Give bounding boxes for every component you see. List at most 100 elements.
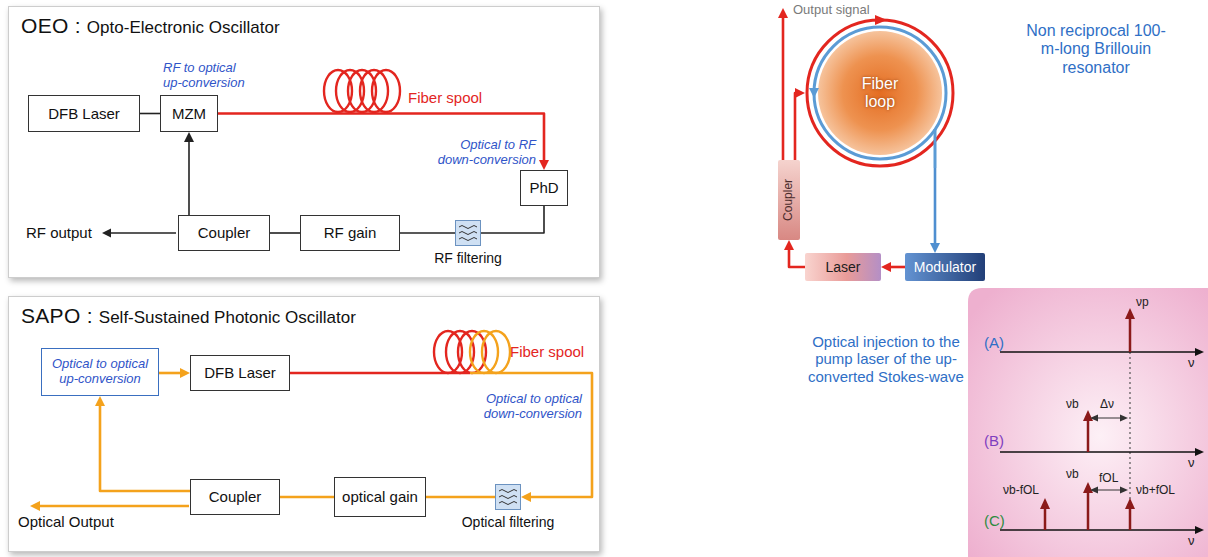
connector-line — [481, 206, 544, 233]
connector-line — [795, 93, 798, 160]
spectral-line — [1087, 420, 1090, 452]
filter-fill — [455, 220, 481, 246]
axis-label: ν — [1188, 356, 1195, 371]
panel-title: Self-Sustained Photonic Oscillator — [99, 308, 356, 327]
connector-line — [159, 372, 183, 375]
connector-line — [140, 113, 160, 115]
process-box: optical gain — [334, 477, 426, 517]
arrow-head — [778, 8, 788, 18]
spectrum-label: (A) — [984, 334, 1004, 351]
spectral-line — [1087, 492, 1090, 530]
panel-heading: OEO : Opto-Electronic Oscillator — [21, 14, 280, 38]
connector — [159, 368, 190, 378]
output-label: Optical Output — [18, 513, 114, 530]
spectral-heads — [1040, 308, 1135, 509]
frequency-label: νp — [1136, 296, 1149, 310]
arrow-head — [1120, 487, 1128, 494]
arrow-head — [1083, 482, 1093, 493]
arrow-head — [521, 492, 531, 502]
arrow-head — [180, 368, 190, 378]
filter-wave — [499, 490, 517, 505]
node-label: DFB Laser — [48, 105, 120, 122]
connector — [795, 88, 805, 160]
arrow-head — [1040, 498, 1050, 509]
arrow-head — [30, 501, 40, 511]
panel-heading: SAPO : Self-Sustained Photonic Oscillator — [21, 304, 356, 328]
process-box: MZM — [160, 95, 218, 132]
connector — [270, 233, 300, 234]
panel-tag: OEO : — [21, 14, 81, 37]
output-arrow — [38, 505, 189, 508]
arrow-head — [184, 132, 194, 142]
connector-line — [934, 168, 937, 246]
output-label: Output signal — [793, 3, 870, 18]
node-label: optical gain — [342, 488, 418, 505]
arrow-head — [1090, 415, 1098, 422]
node-label: RF filtering — [434, 250, 502, 266]
fiber-spool — [324, 70, 400, 112]
fiber-spool — [434, 331, 510, 373]
axis — [1000, 529, 1198, 530]
ring-arrow — [875, 15, 887, 25]
arrow-head — [1090, 487, 1098, 494]
axis-label: ν — [1188, 456, 1195, 471]
fiber-coil — [482, 331, 510, 373]
spectral-line — [1129, 318, 1132, 352]
fiber-coil — [372, 70, 400, 112]
axis — [1000, 351, 1198, 352]
fiber-coil — [360, 70, 388, 112]
spectrum-axes — [1000, 352, 1198, 530]
output-arrow — [108, 232, 176, 234]
axis-head — [1195, 348, 1204, 356]
node-label: Optical filtering — [462, 514, 555, 530]
node-label: Optical to optical up-conversion — [48, 357, 152, 387]
coupler-box: Coupler — [778, 160, 800, 240]
modulator-box: Modulator — [905, 253, 985, 281]
frequency-label: νb — [1066, 468, 1079, 482]
node-label: Modulator — [914, 259, 976, 275]
node-label: PhD — [529, 179, 558, 196]
node-label: RF gain — [324, 224, 377, 241]
panel-tag: SAPO : — [21, 304, 93, 327]
filter-wave — [459, 226, 477, 241]
arrow-head — [784, 240, 794, 250]
arrow-head — [95, 396, 105, 406]
process-box: Optical to optical up-conversion — [41, 348, 159, 396]
fiber-loop-glow — [818, 31, 942, 155]
frequency-label: νb — [1066, 398, 1079, 412]
arrow-head — [881, 262, 891, 272]
process-box: DFB Laser — [28, 95, 140, 132]
connector — [140, 113, 160, 114]
connector — [218, 114, 549, 171]
connector-line — [188, 139, 190, 215]
filter-symbol: RF filtering — [455, 220, 481, 246]
connector-line — [290, 372, 470, 375]
frequency-label: Δν — [1100, 398, 1114, 412]
node-label: Laser — [825, 259, 860, 275]
process-box: PhD — [520, 170, 568, 206]
arrow-head — [102, 229, 111, 238]
ring-tap — [934, 129, 937, 168]
connector-line — [470, 373, 592, 497]
node-label: MZM — [172, 105, 206, 122]
connector — [280, 497, 334, 498]
spectrum-label: (C) — [984, 512, 1005, 529]
connector — [784, 240, 805, 267]
spectral-line — [1044, 508, 1047, 530]
axis-label: ν — [1188, 534, 1195, 549]
connector — [400, 233, 455, 234]
spectrum-panel — [968, 288, 1208, 557]
component-label: Fiber spool — [510, 343, 584, 360]
output-arrow — [782, 17, 785, 160]
arrow-head — [930, 243, 940, 253]
panel-title: Opto-Electronic Oscillator — [87, 18, 280, 37]
ring-arrow — [809, 88, 819, 98]
connector-line — [270, 232, 300, 234]
red-ring — [807, 20, 953, 166]
node-label: Fiber loop — [848, 75, 912, 112]
arrow-head — [1083, 410, 1093, 421]
delta-arrow — [1096, 490, 1122, 491]
process-box: Coupler — [178, 215, 270, 251]
axis — [1000, 451, 1198, 452]
